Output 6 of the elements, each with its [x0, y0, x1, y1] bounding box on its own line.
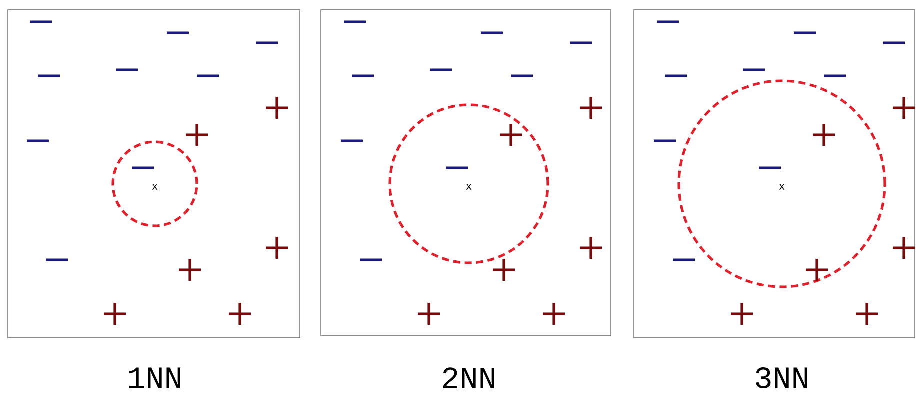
point-label: x — [779, 184, 785, 190]
panel-caption: 3NN — [756, 367, 808, 389]
panel-caption: 1NN — [129, 368, 180, 388]
point-label: x — [466, 184, 472, 190]
panel-caption: 2NN — [443, 368, 494, 388]
point-label: x — [152, 184, 158, 190]
